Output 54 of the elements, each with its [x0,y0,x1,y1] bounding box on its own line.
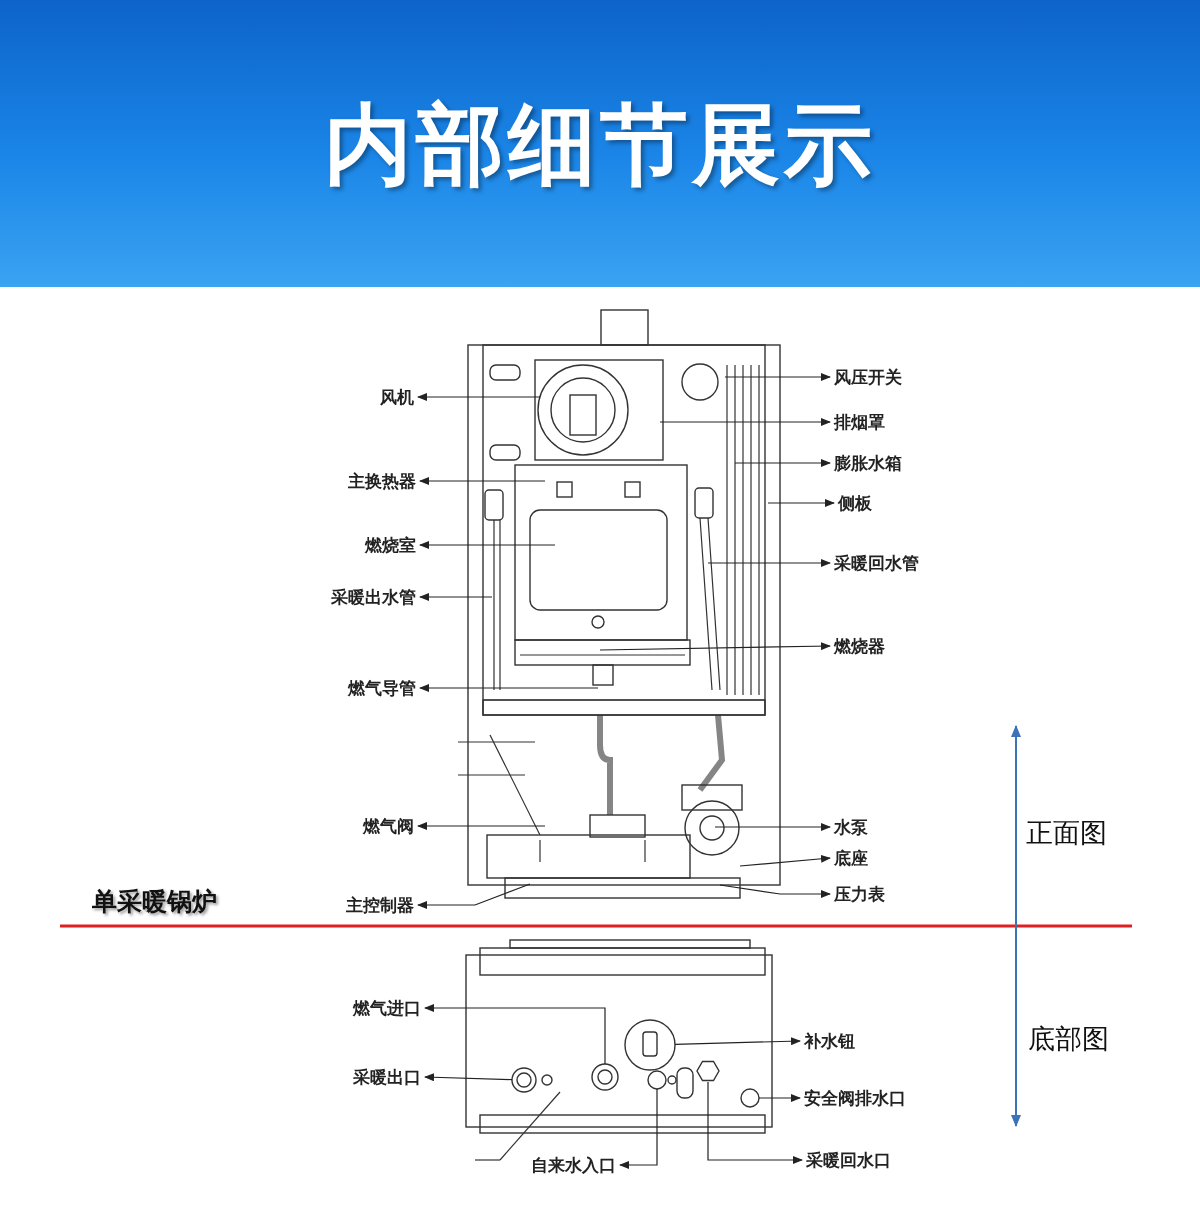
view-label: 底部图 [1028,1022,1109,1056]
part-label: 风机 [380,386,414,408]
part-label: 采暖出口 [353,1066,421,1088]
page-title: 内部细节展示 [323,92,877,198]
part-label: 自来水入口 [531,1154,616,1176]
leader-line [599,642,831,651]
leader-line [707,1081,803,1164]
part-label: 燃气进口 [353,997,421,1019]
part-label: 补水钮 [804,1030,855,1052]
part-label: 底座 [834,847,868,869]
leader-line [424,1073,513,1082]
leader-line [767,499,835,507]
leader-line [417,822,546,830]
part-label: 采暖回水口 [806,1149,891,1171]
part-label: 采暖回水管 [834,552,919,574]
part-label: 风压开关 [834,366,902,388]
leader-line [719,884,831,898]
part-label: 燃气阀 [363,815,414,837]
leader-line [419,593,493,601]
port-fitting [740,1088,760,1108]
part-label: 排烟罩 [834,411,885,433]
port-fitting [647,1070,667,1090]
hex-nut-fitting [696,1060,720,1082]
leader-line [724,373,831,381]
part-label: 主控制器 [346,894,414,916]
leader-line [417,393,541,401]
part-label: 燃烧器 [834,635,885,657]
view-label: 正面图 [1026,816,1107,850]
leader-line [674,1037,801,1046]
part-label: 膨胀水箱 [834,452,902,474]
part-label: 侧板 [838,492,872,514]
part-label: 主换热器 [348,470,416,492]
leader-line [419,684,599,692]
part-label: 采暖出水管 [331,586,416,608]
leader-line [619,1088,658,1169]
leader-line [714,823,831,831]
product-name-label: 单采暖锅炉 [92,886,217,918]
part-label: 燃气导管 [348,677,416,699]
port-fitting [511,1067,537,1093]
leader-line [739,854,831,867]
port-fitting [624,1019,676,1071]
part-label: 水泵 [834,816,868,838]
leader-line [707,559,831,567]
part-label: 安全阀排水口 [804,1087,906,1109]
leader-line [424,1004,606,1065]
port-fitting [591,1063,619,1091]
leader-line [419,477,546,485]
leader-line [419,541,556,549]
leader-line [417,883,531,909]
part-label: 压力表 [834,883,885,905]
part-label: 燃烧室 [365,534,416,556]
leader-line [758,1094,801,1102]
leader-line [734,459,831,467]
leader-line [659,418,831,426]
